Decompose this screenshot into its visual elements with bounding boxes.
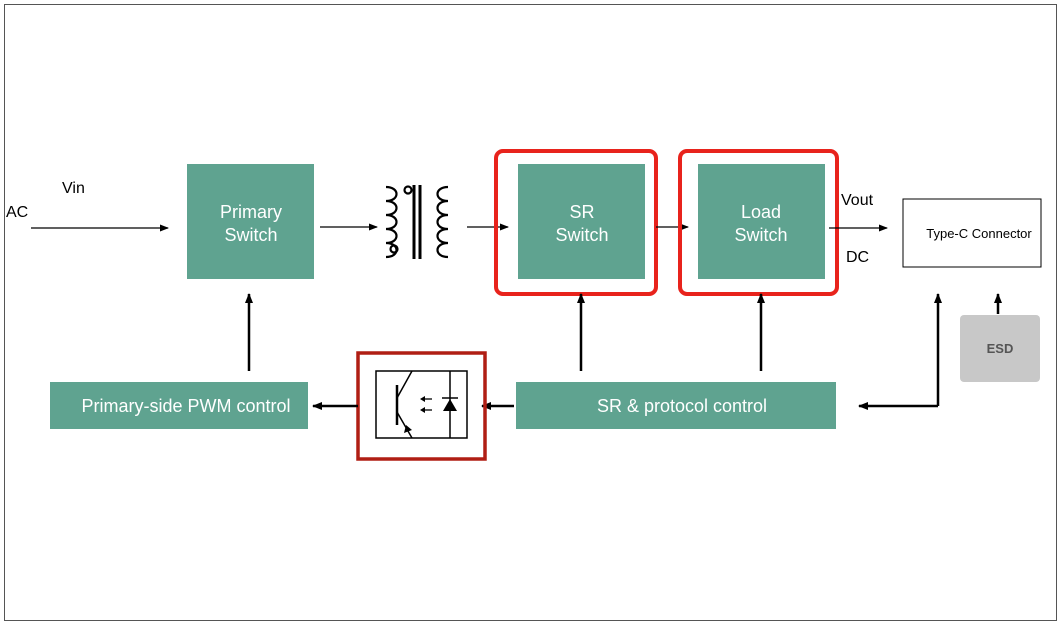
optocoupler-icon: [356, 351, 487, 461]
sr-switch-line2: Switch: [555, 225, 608, 245]
load-switch-line1: Load: [741, 202, 781, 222]
type-c-connector-label: Type-C Connector: [926, 226, 1032, 241]
vin-label: Vin: [62, 180, 85, 197]
vout-label: Vout: [841, 192, 874, 209]
primary-switch-block: Primary Switch: [187, 164, 314, 279]
sr-switch-block: SR Switch: [494, 149, 658, 296]
primary-pwm-control-block: Primary-side PWM control: [50, 382, 308, 429]
esd-block: ESD: [960, 315, 1040, 382]
sr-switch-line1: SR: [569, 202, 594, 222]
transformer-icon: [385, 185, 449, 259]
sr-protocol-control-block: SR & protocol control: [516, 382, 836, 429]
dc-label: DC: [846, 249, 869, 266]
sr-protocol-control-label: SR & protocol control: [597, 396, 767, 416]
optocoupler-highlight: [356, 351, 487, 461]
primary-switch-line1: Primary: [220, 202, 282, 222]
sr-switch-highlight: [494, 149, 658, 296]
esd-label: ESD: [987, 341, 1014, 356]
primary-pwm-control-label: Primary-side PWM control: [81, 396, 290, 416]
type-c-connector-block: Type-C Connector: [902, 198, 1042, 268]
load-switch-line2: Switch: [734, 225, 787, 245]
ac-label: AC: [6, 204, 28, 221]
load-switch-block: Load Switch: [678, 149, 839, 296]
primary-switch-line2: Switch: [224, 225, 277, 245]
diagram-frame: [4, 4, 1057, 621]
